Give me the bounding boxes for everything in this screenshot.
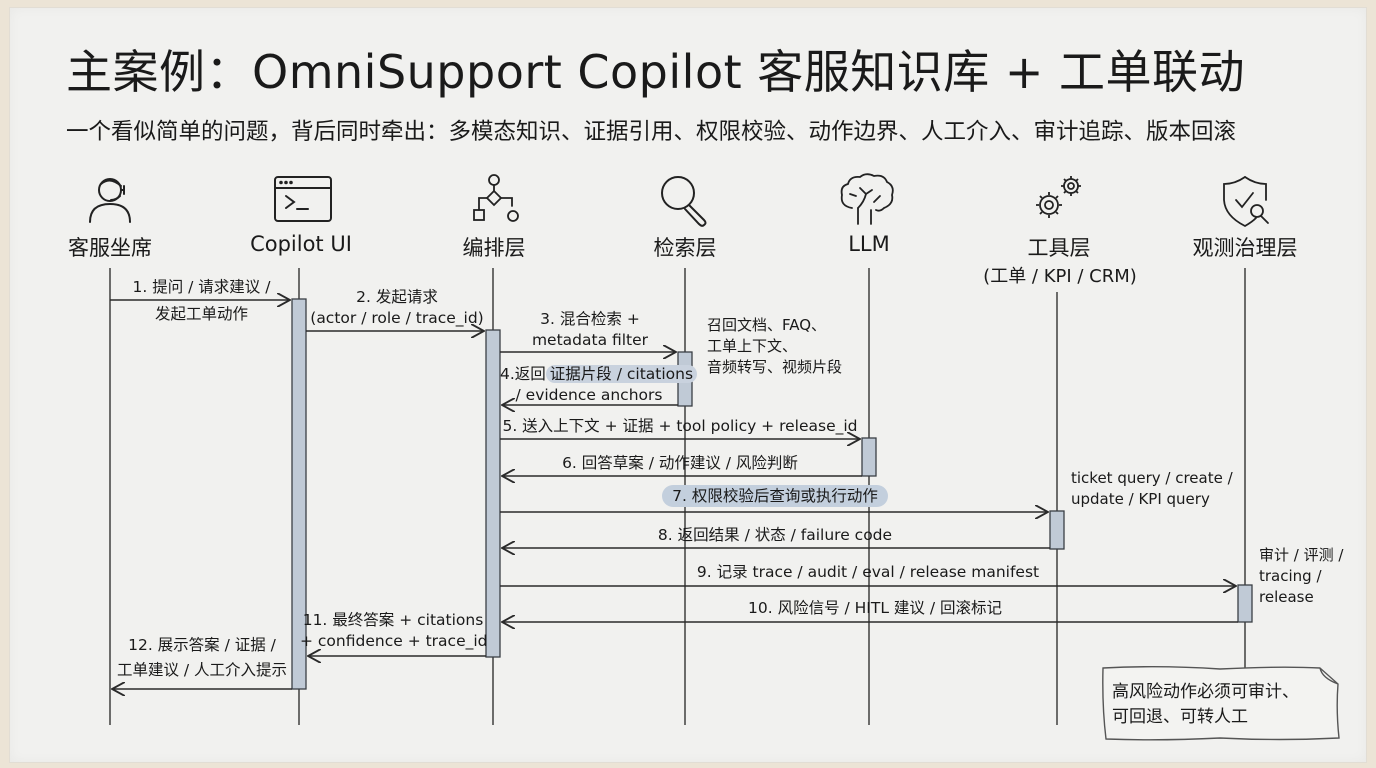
- actor-agent: 客服坐席: [68, 236, 152, 260]
- actor-tools-sub: (工单 / KPI / CRM): [983, 266, 1137, 287]
- shield-check-search-icon: [1223, 176, 1269, 228]
- callout-box: [1102, 666, 1340, 741]
- magnifier-icon: [661, 176, 707, 227]
- brain-icon: [840, 173, 894, 225]
- message-11-label: 11. 最终答案 + citations + confidence + trac…: [300, 611, 488, 650]
- message-2-label: 2. 发起请求 (actor / role / trace_id): [310, 288, 484, 327]
- message-6-label: 6. 回答草案 / 动作建议 / 风险判断: [562, 454, 798, 472]
- actor-governance: 观测治理层: [1192, 236, 1298, 260]
- message-7-label: 7. 权限校验后查询或执行动作: [650, 485, 900, 507]
- activation-governance: [1237, 584, 1253, 623]
- actor-copilot-ui: Copilot UI: [250, 232, 352, 256]
- message-8-label: 8. 返回结果 / 状态 / failure code: [657, 526, 893, 544]
- retrieval-note: 召回文档、FAQ、 工单上下文、 音频转写、视频片段: [707, 316, 843, 376]
- tools-note: ticket query / create / update / KPI que…: [1071, 469, 1233, 508]
- message-arrows: [110, 300, 1238, 689]
- activation-llm: [861, 437, 877, 477]
- activation-tools: [1049, 510, 1065, 550]
- message-10-label: 10. 风险信号 / HITL 建议 / 回滚标记: [748, 599, 1002, 617]
- workflow-icon: [473, 174, 519, 222]
- page-title: 主案例：OmniSupport Copilot 客服知识库 + 工单联动: [66, 45, 1246, 99]
- message-1-label: 1. 提问 / 请求建议 / 发起工单动作: [132, 278, 271, 323]
- gears-icon: [1036, 176, 1081, 218]
- headset-agent-icon: [89, 178, 131, 223]
- actor-llm: LLM: [848, 232, 890, 256]
- actor-retrieval: 检索层: [653, 236, 717, 260]
- activation-orchestrator: [485, 329, 501, 658]
- actor-tools: 工具层: [1027, 236, 1091, 260]
- message-12-label: 12. 展示答案 / 证据 / 工单建议 / 人工介入提示: [116, 636, 288, 679]
- terminal-window-icon: [274, 176, 332, 222]
- page-subtitle: 一个看似简单的问题，背后同时牵出：多模态知识、证据引用、权限校验、动作边界、人工…: [66, 119, 1237, 145]
- governance-note: 审计 / 评测 / tracing / release: [1259, 546, 1344, 606]
- message-5-label: 5. 送入上下文 + 证据 + tool policy + release_id: [502, 417, 858, 435]
- message-9-label: 9. 记录 trace / audit / eval / release man…: [696, 563, 1040, 581]
- callout-text: 高风险动作必须可审计、 可回退、可转人工: [1112, 682, 1299, 727]
- activation-copilot-ui: [291, 298, 307, 690]
- message-4-label: 4.返回证据片段 / citations / evidence anchors: [500, 364, 698, 406]
- actor-orchestrator: 编排层: [462, 236, 526, 260]
- message-3-label: 3. 混合检索 + metadata filter: [531, 310, 649, 349]
